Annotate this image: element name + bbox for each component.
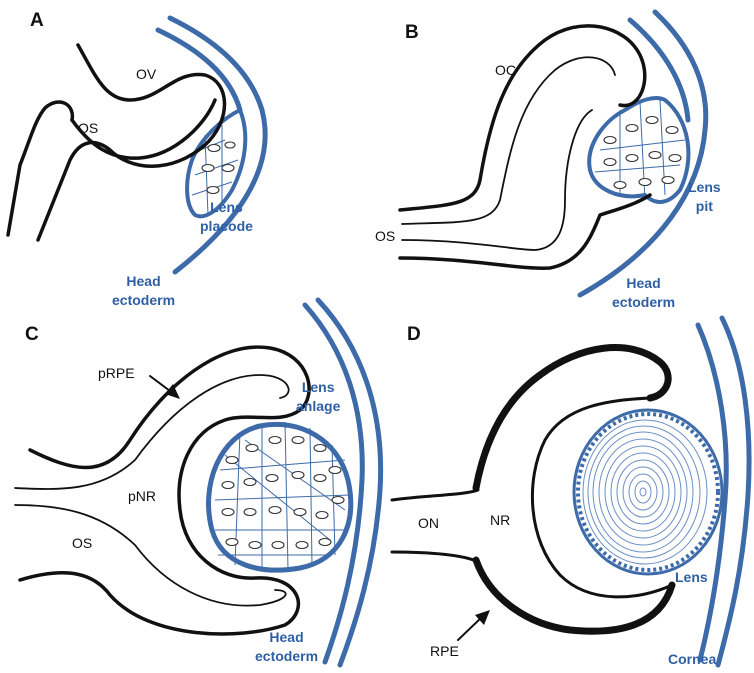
a-head-ectoderm-inner [158,30,240,110]
panel-letter-c: C [25,324,39,346]
label-cornea: Cornea [668,650,716,669]
panel-letter-b: B [405,22,419,44]
c-prpe-outer [20,347,309,634]
label-os-b: OS [375,228,395,244]
a-optic-vesicle-outer [38,45,225,240]
label-pnr: pNR [128,488,156,504]
b-head-ectoderm-inner [630,20,688,120]
panel-c-drawing [15,300,381,665]
label-lens-anlage: Lens anlage [296,378,340,416]
c-prpe-arrowhead [165,384,180,399]
label-os-a: OS [78,120,98,136]
b-pit-cells [595,100,685,200]
label-os-c: OS [72,535,92,551]
panel-letter-a: A [30,10,44,32]
label-ov: OV [136,66,156,82]
label-head-ectoderm-b: Head ectoderm [612,274,675,312]
a-optic-vesicle-inner [8,102,72,235]
label-prpe: pRPE [98,365,135,381]
d-lens [574,410,722,574]
b-optic-cup-inner2 [402,110,592,250]
label-head-ectoderm-c: Head ectoderm [255,628,318,666]
label-rpe: RPE [430,643,459,659]
panel-d-drawing [392,318,749,665]
c-head-ectoderm-inner [305,305,362,662]
label-head-ectoderm-a: Head ectoderm [112,272,175,310]
label-lens-placode: Lens placode [200,198,253,236]
label-on: ON [418,515,439,531]
label-lens-d: Lens [675,568,708,587]
label-oc: OC [495,62,516,78]
label-lens-pit: Lens pit [688,178,721,216]
panel-letter-d: D [407,324,421,346]
panel-b-drawing [400,12,706,295]
label-nr: NR [490,512,510,528]
